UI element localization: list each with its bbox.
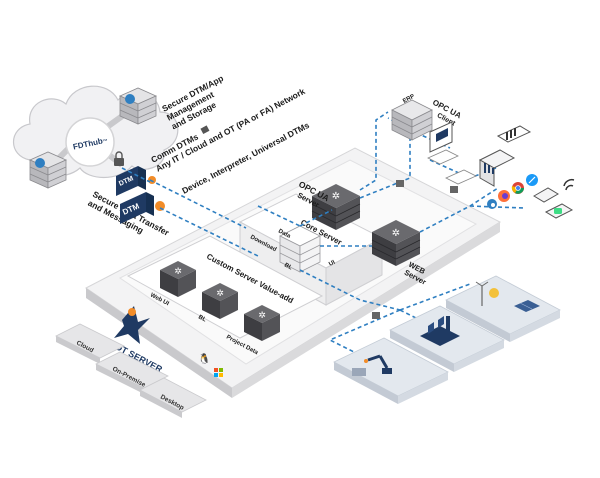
storage-label: Secure DTM/App Management and Storage [160,73,225,131]
opcua-erp-link-2 [359,111,389,191]
core-server-stack [279,225,321,273]
web-gear-icon: ✲ [392,228,400,239]
mobile-icons [533,178,575,219]
erp-server-icon [391,99,433,141]
comm-dtm-link [149,179,247,229]
os-icons: 🐧 [198,352,223,377]
svg-text:✲: ✲ [216,289,224,299]
android-icon [544,203,574,219]
safari-icon [526,174,538,186]
browser-icons [487,174,538,209]
solar-panel-icon [514,300,540,312]
laptop-icon [445,169,477,185]
deployment-cloud-tile: Cloud [55,323,125,364]
conveyor-icon [352,368,366,376]
solar-wind-tile [445,275,561,342]
dtm-device-box: DTM [120,192,154,224]
robot-arm-icon [364,354,392,374]
bl-flow-label: BL [283,262,293,271]
cloud-data-server-icon [29,151,67,189]
core-field-link [299,269,401,311]
firefox-icon [498,190,510,202]
bl-cube: ✲ [202,283,238,319]
mobile-apple-icon [533,187,559,203]
cloud-link [121,167,151,183]
sun-icon [489,288,499,298]
web-server-cube: ✲ [371,220,421,266]
svg-text:✲: ✲ [174,267,182,277]
bl-label: BL [283,262,293,271]
project-data-cube: ✲ [244,305,280,341]
switch-icon-a [396,180,404,187]
switch-icon-c [450,186,458,193]
data-flow-label: Data [277,228,292,240]
edge-icon [487,199,497,209]
dtm-comm-indicator [148,176,156,184]
comm-lock-icon [200,125,210,135]
opcua-client-monitor-icon [429,121,453,153]
opcua-core-link [299,209,333,227]
windows-icon [214,368,223,377]
ui-label: UI [328,259,336,267]
web-ui-cube: ✲ [160,261,196,297]
web-mobile-link [469,205,525,209]
fdthub-logo-trademark: ™ [102,138,108,145]
svg-text:✲: ✲ [258,311,266,321]
cloud-storage-server-icon [119,87,157,125]
ui-flow-label: UI [328,259,336,267]
opcua-server-cube: ✲ [311,184,361,230]
erp-label: ERP [402,94,416,105]
field-solar-link [399,283,471,311]
chrome-icon [511,182,524,194]
factory-icon [420,316,460,346]
wifi-icon [563,178,575,191]
fdthub-logo: FDThub™ [65,117,115,167]
factory-tile [389,305,505,372]
robot-arm-tile [333,337,449,404]
field-factory-link [399,309,421,321]
core-link-top [257,205,301,227]
wind-turbine-icon [475,281,489,306]
custom-item-bl: BL [197,314,207,323]
deployment-onpremise-tile: On-Premise [95,351,169,394]
dashboard-screen-icon [478,149,516,187]
switch-icon-b [372,312,380,319]
opcua-gear-icon: ✲ [332,191,340,202]
deployment-desktop-tile: Desktop [139,377,207,418]
data-label: Data [277,228,292,240]
bar-chart-panel-icon [496,125,532,143]
tablet-icon [427,149,459,165]
linux-icon: 🐧 [198,352,210,365]
custom-item-bl-label: BL [197,314,207,323]
network-switch-icons [372,180,458,319]
cloud-lock-icon [114,151,124,166]
